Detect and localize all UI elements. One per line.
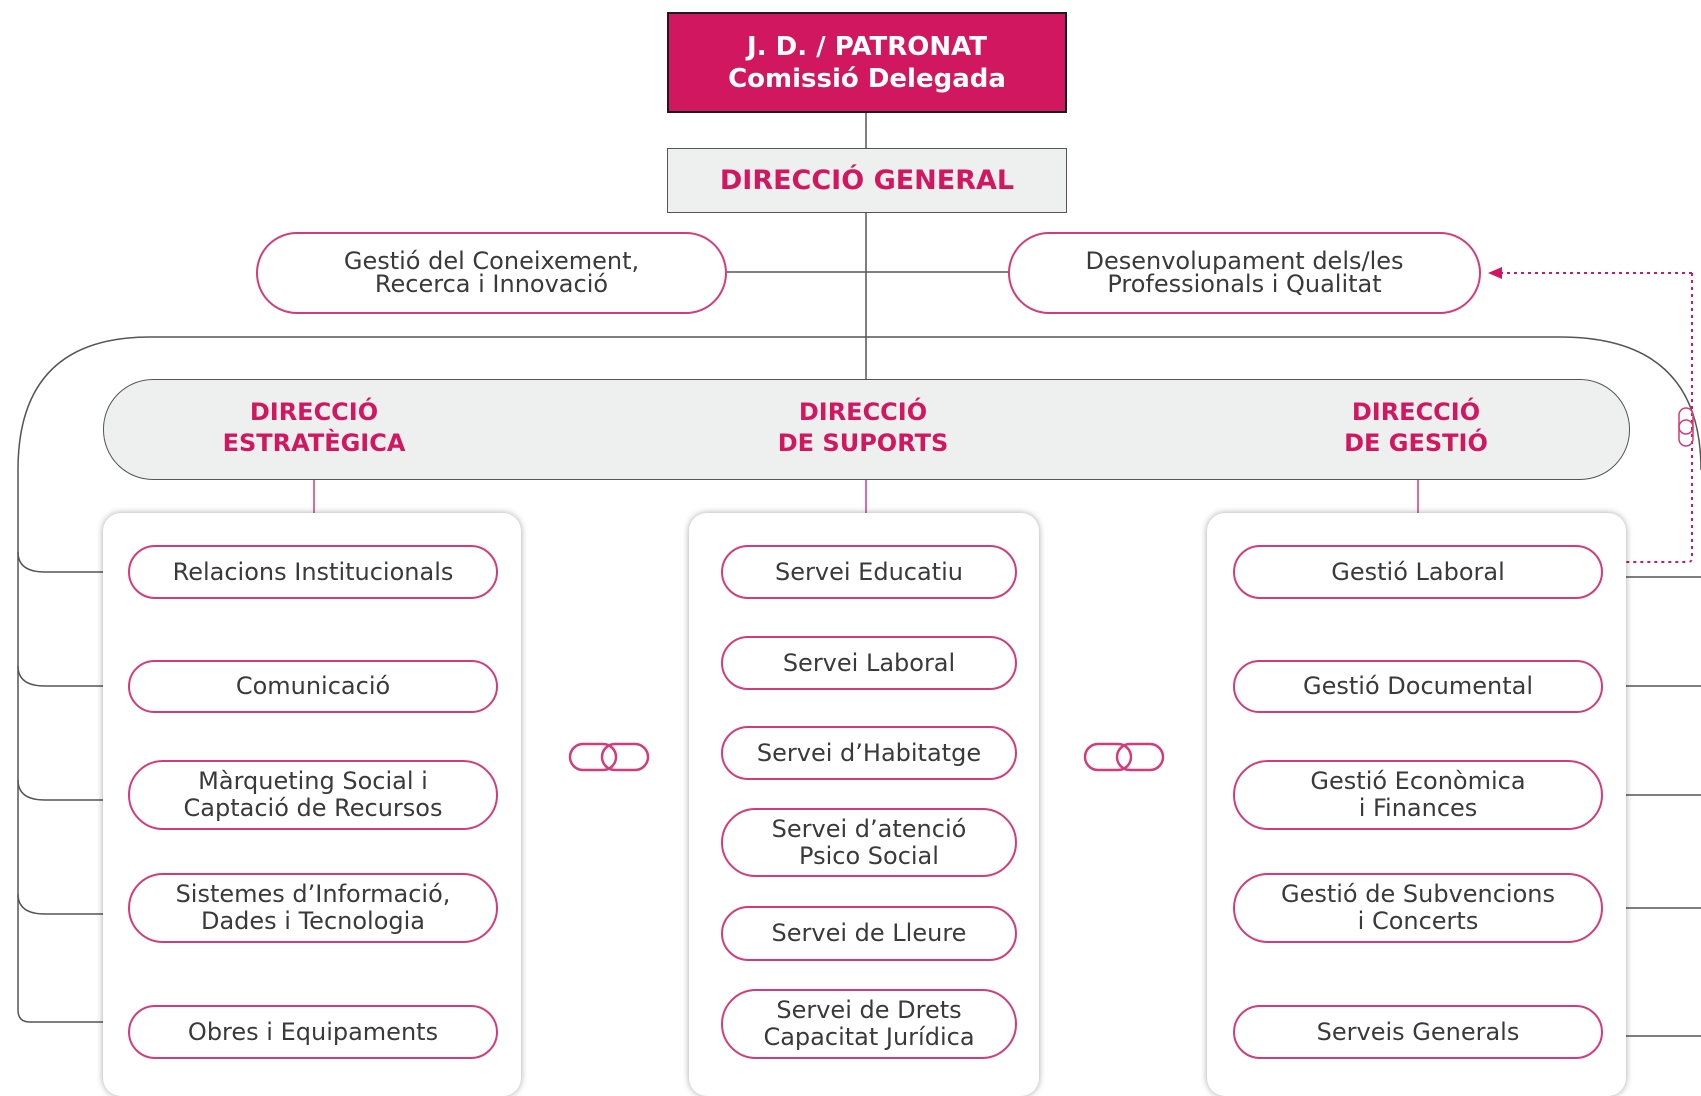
unit-line-2: Professionals i Qualitat	[1107, 270, 1382, 298]
unit-line-1: Desenvolupament dels/les	[1085, 247, 1404, 275]
direction-line-1: DIRECCIÓ	[798, 398, 928, 426]
unit-line-2: Psico Social	[799, 841, 939, 870]
unit-line-2: i Concerts	[1357, 907, 1479, 935]
arrow-head-left-icon	[1488, 267, 1502, 279]
supports-direction-label: DIRECCIÓ DE SUPORTS	[713, 397, 1013, 459]
strategic-unit: Obres i Equipaments	[128, 1005, 498, 1059]
strategic-unit: Màrqueting Social i Captació de Recursos	[128, 760, 498, 830]
strategic-direction-label: DIRECCIÓ ESTRATÈGICA	[164, 397, 464, 459]
strategic-unit: Sistemes d’Informació, Dades i Tecnologi…	[128, 873, 498, 943]
unit-line-1: Gestió de Subvencions	[1280, 880, 1555, 908]
unit-line-2: i Finances	[1358, 794, 1478, 822]
unit-line-2: Dades i Tecnologia	[200, 907, 425, 935]
support-unit: Servei d’Habitatge	[721, 726, 1017, 780]
unit-line-1: Servei d’atenció	[771, 814, 967, 843]
professional-development-unit: Desenvolupament dels/les Professionals i…	[1008, 232, 1481, 314]
support-unit: Servei de Lleure	[721, 906, 1017, 961]
board-line-2: Comissió Delegada	[728, 63, 1006, 94]
unit-line-1: Sistemes d’Informació,	[175, 880, 451, 908]
strategic-unit: Comunicació	[128, 660, 498, 713]
chain-link-icon	[1678, 407, 1694, 447]
direction-line-1: DIRECCIÓ	[1351, 398, 1481, 426]
strategic-unit: Relacions Institucionals	[128, 545, 498, 599]
management-unit: Gestió Econòmica i Finances	[1233, 760, 1603, 830]
rib-left-1	[17, 551, 103, 573]
unit-line-1: Gestió Documental	[1303, 672, 1533, 700]
dotted-feedback-line	[1616, 273, 1693, 563]
directions-band	[103, 379, 1630, 480]
unit-line-1: Màrqueting Social i	[198, 767, 428, 795]
unit-line-1: Relacions Institucionals	[172, 557, 454, 586]
support-unit: Servei Laboral	[721, 636, 1017, 690]
direction-line-2: DE SUPORTS	[777, 429, 949, 457]
rib-left-2	[17, 665, 103, 687]
unit-line-1: Servei Laboral	[782, 648, 956, 677]
unit-line-1: Servei d’Habitatge	[756, 738, 982, 767]
management-unit: Gestió Laboral	[1233, 545, 1603, 599]
unit-line-2: Recerca i Innovació	[374, 270, 609, 298]
knowledge-research-unit: Gestió del Coneixement, Recerca i Innova…	[256, 232, 727, 314]
support-unit: Servei d’atenció Psico Social	[721, 808, 1017, 877]
board-box: J. D. / PATRONAT Comissió Delegada	[667, 12, 1067, 113]
direction-line-2: ESTRATÈGICA	[222, 429, 406, 457]
management-direction-label: DIRECCIÓ DE GESTIÓ	[1266, 397, 1566, 459]
rib-left-4	[17, 893, 103, 915]
direction-line-2: DE GESTIÓ	[1344, 429, 1488, 457]
unit-line-2: Captació de Recursos	[183, 794, 443, 822]
general-direction-label: DIRECCIÓ GENERAL	[719, 165, 1015, 196]
direction-line-1: DIRECCIÓ	[249, 398, 379, 426]
support-unit: Servei de Drets Capacitat Jurídica	[721, 989, 1017, 1059]
chain-link-icon	[568, 742, 650, 772]
unit-line-1: Servei Educatiu	[775, 557, 963, 586]
general-direction-box: DIRECCIÓ GENERAL	[667, 148, 1067, 213]
outer-bracket-left	[17, 336, 866, 1023]
chain-link-icon	[1083, 742, 1165, 772]
unit-line-1: Obres i Equipaments	[187, 1017, 439, 1046]
outer-bracket-right	[866, 336, 1701, 471]
unit-line-1: Serveis Generals	[1316, 1017, 1520, 1046]
support-unit: Servei Educatiu	[721, 545, 1017, 599]
management-unit: Gestió Documental	[1233, 660, 1603, 713]
rib-left-3	[17, 779, 103, 801]
management-unit: Serveis Generals	[1233, 1005, 1603, 1059]
unit-line-1: Gestió del Coneixement,	[343, 247, 640, 275]
board-line-1: J. D. / PATRONAT	[747, 31, 987, 62]
unit-line-1: Servei de Lleure	[771, 919, 967, 947]
management-unit: Gestió de Subvencions i Concerts	[1233, 873, 1603, 943]
unit-line-1: Gestió Econòmica	[1310, 767, 1526, 795]
unit-line-1: Gestió Laboral	[1331, 557, 1505, 586]
unit-line-1: Comunicació	[235, 672, 391, 700]
unit-line-1: Servei de Drets	[776, 996, 962, 1024]
unit-line-2: Capacitat Jurídica	[763, 1023, 975, 1051]
